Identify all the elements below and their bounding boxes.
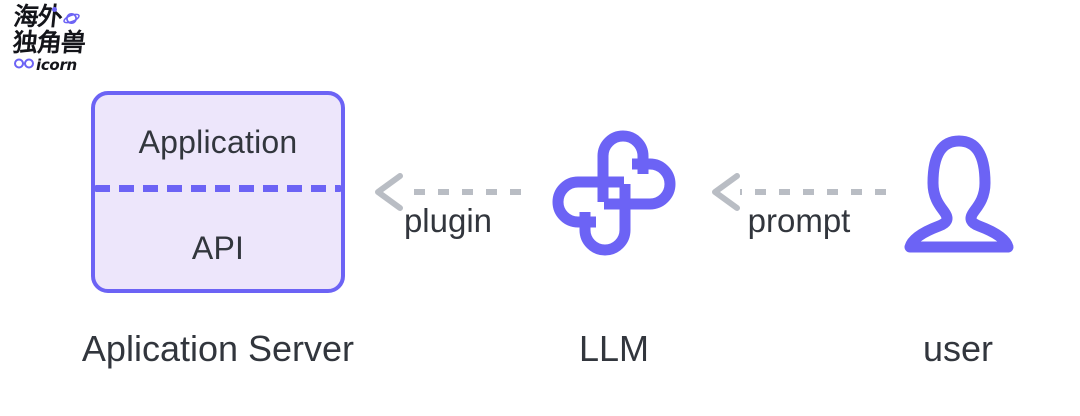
arrow-left-dashed-icon <box>712 173 886 211</box>
logo-wordmark-text: icorn <box>36 55 77 74</box>
arrow-left-dashed-icon <box>375 173 521 211</box>
caption-llm: LLM <box>578 328 650 369</box>
user-icon <box>903 131 1015 253</box>
brand-logo: 海外 独角兽 icorn <box>6 2 99 80</box>
star-dot-icon <box>52 7 57 12</box>
llm-knot-icon <box>550 128 678 258</box>
edge-plugin: plugin <box>373 172 523 239</box>
box-dashed-divider <box>95 185 341 192</box>
logo-cjk-line-2: 独角兽 <box>11 28 87 57</box>
logo-cjk-text: 海外 独角兽 <box>9 2 99 60</box>
edge-plugin-label: plugin <box>403 202 493 239</box>
caption-user: user <box>922 328 994 369</box>
application-layer-label: Application <box>138 124 298 160</box>
glasses-icon <box>14 56 34 74</box>
edge-prompt-label: prompt <box>747 202 851 239</box>
logo-wordmark: icorn <box>14 56 77 74</box>
application-server-box: Application API <box>91 91 345 293</box>
planet-icon <box>63 10 80 27</box>
caption-application-server: Aplication Server <box>81 328 355 369</box>
edge-prompt: prompt <box>710 172 888 239</box>
api-layer-label: API <box>191 230 245 266</box>
